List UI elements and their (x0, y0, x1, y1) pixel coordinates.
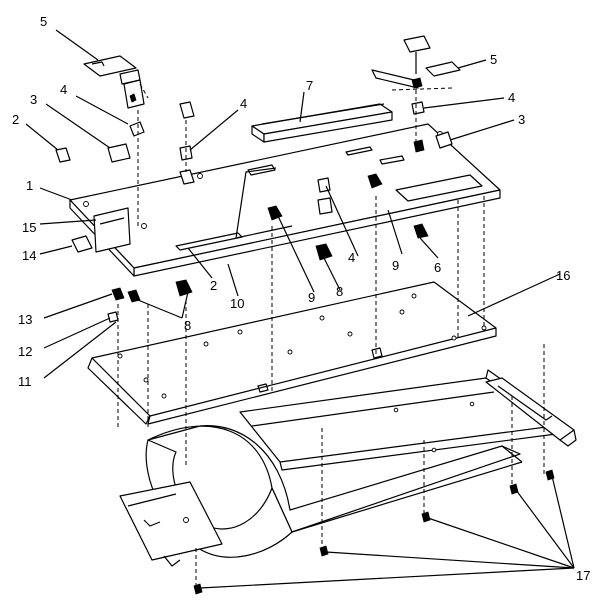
callout-17: 17 (576, 568, 590, 583)
curved-cover (119, 425, 523, 567)
fasteners (107, 173, 429, 323)
callout-9-center: 9 (308, 290, 315, 305)
callout-15: 15 (22, 220, 36, 235)
callout-4-middle: 4 (348, 250, 355, 265)
callout-11: 11 (18, 374, 32, 389)
part-4-nuts (129, 101, 425, 193)
part-2-lever (55, 139, 425, 163)
callout-8-left: 8 (184, 318, 191, 333)
callout-1: 1 (26, 178, 33, 193)
callout-3-left: 3 (30, 92, 37, 107)
top-plate (69, 123, 501, 277)
part-16-plate (87, 281, 497, 425)
callout-5-right: 5 (490, 52, 497, 67)
assembly-lines (117, 83, 545, 590)
callout-4-center: 4 (240, 96, 247, 111)
callout-3-right: 3 (518, 112, 525, 127)
part-3-clips (107, 131, 453, 163)
callout-9-right: 9 (392, 258, 399, 273)
callout-14: 14 (22, 248, 36, 263)
callout-5-left: 5 (40, 14, 47, 29)
part-5-right (371, 35, 461, 89)
bottom-pan (239, 369, 577, 471)
part-15-bracket (93, 207, 131, 253)
leader-lines (25, 29, 575, 589)
part-7-bar (251, 103, 393, 143)
callout-2-center: 2 (210, 278, 217, 293)
callout-12: 12 (18, 344, 32, 359)
callout-4-right: 4 (508, 90, 515, 105)
part-14-knob (71, 235, 93, 253)
callout-labels: 5 4 3 2 1 15 14 4 7 5 4 3 4 9 6 16 2 10 … (12, 14, 590, 583)
callout-8-right: 8 (336, 284, 343, 299)
callout-13: 13 (18, 312, 32, 327)
callout-6: 6 (434, 260, 441, 275)
callout-7: 7 (306, 78, 313, 93)
callout-4-top-left: 4 (60, 82, 67, 97)
part-5-left (83, 55, 145, 109)
callout-10: 10 (230, 296, 244, 311)
callout-2-left: 2 (12, 112, 19, 127)
callout-16: 16 (556, 268, 570, 283)
